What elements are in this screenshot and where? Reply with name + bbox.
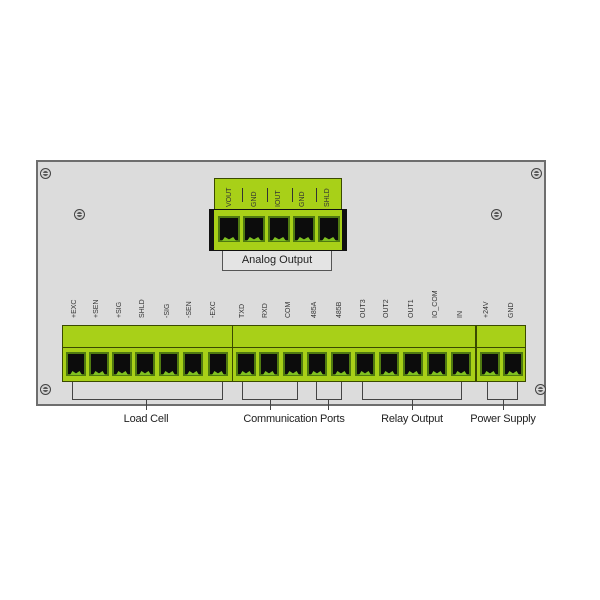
terminal-slot[interactable] xyxy=(218,216,240,242)
terminal-slot[interactable] xyxy=(379,352,399,376)
pin-label: GND xyxy=(251,191,258,207)
pin-divider xyxy=(316,188,317,202)
terminal-slot[interactable] xyxy=(355,352,375,376)
pin-label: VOUT xyxy=(226,187,233,207)
pin-label: +EXC xyxy=(71,299,78,318)
analog-output-bracket-left xyxy=(209,209,215,251)
pin-label: +24V xyxy=(483,301,490,318)
terminal-slot[interactable] xyxy=(503,352,523,376)
terminal-slot[interactable] xyxy=(112,352,132,376)
communication-ports-label: Communication Ports xyxy=(243,413,345,425)
power-supply-label: Power Supply xyxy=(470,413,536,425)
terminal-slot[interactable] xyxy=(183,352,203,376)
terminal-slot[interactable] xyxy=(243,216,265,242)
pin-label: IN xyxy=(457,311,464,318)
relay-output-label: Relay Output xyxy=(381,413,443,425)
pin-label: COM xyxy=(285,301,292,318)
screw-icon-bottom-left xyxy=(40,384,51,395)
terminal-slot[interactable] xyxy=(293,216,315,242)
pin-divider xyxy=(267,188,268,202)
pin-divider xyxy=(242,188,243,202)
pin-label: SHLD xyxy=(324,188,331,207)
analog-output-header xyxy=(214,178,342,210)
connector-band xyxy=(63,347,232,348)
terminal-slot[interactable] xyxy=(403,352,423,376)
power-supply-bracket xyxy=(487,382,518,400)
connector-band xyxy=(477,347,525,348)
pin-label: IOUT xyxy=(275,190,282,207)
relay-output-bracket xyxy=(362,382,462,400)
screw-icon-mid-left xyxy=(74,209,85,220)
terminal-slot[interactable] xyxy=(451,352,471,376)
terminal-slot[interactable] xyxy=(236,352,256,376)
power-supply-stem xyxy=(503,400,504,410)
pin-label: SHLD xyxy=(139,299,146,318)
pin-label: +SEN xyxy=(93,299,100,318)
analog-output-body xyxy=(213,209,343,251)
pin-label: -SIG xyxy=(164,303,171,318)
connector-band xyxy=(233,347,475,348)
analog-output-bracket-right xyxy=(341,209,347,251)
terminal-slot[interactable] xyxy=(259,352,279,376)
terminal-slot[interactable] xyxy=(89,352,109,376)
pin-label: TXD xyxy=(239,304,246,318)
terminal-slot[interactable] xyxy=(268,216,290,242)
communication-stem-a xyxy=(270,400,271,410)
pin-label: GND xyxy=(299,191,306,207)
analog-output-label: Analog Output xyxy=(222,251,332,271)
pin-label: GND xyxy=(508,302,515,318)
pin-label: OUT3 xyxy=(360,299,367,318)
load-cell-stem xyxy=(146,400,147,410)
screw-icon-top-left xyxy=(40,168,51,179)
pin-label: 485B xyxy=(336,301,343,318)
pin-label: 485A xyxy=(311,301,318,318)
terminal-slot[interactable] xyxy=(283,352,303,376)
load-cell-connector xyxy=(62,325,233,382)
power-supply-connector xyxy=(476,325,526,382)
terminal-slot[interactable] xyxy=(331,352,351,376)
communication-stem-b xyxy=(328,400,329,410)
load-cell-label: Load Cell xyxy=(123,413,169,425)
communication-bracket-a xyxy=(242,382,298,400)
relay-output-stem xyxy=(412,400,413,410)
pin-label: -SEN xyxy=(186,301,193,318)
pin-label: -EXC xyxy=(210,301,217,318)
pin-label: OUT1 xyxy=(408,299,415,318)
comm-relay-connector xyxy=(232,325,476,382)
communication-bracket-b xyxy=(316,382,342,400)
terminal-slot[interactable] xyxy=(159,352,179,376)
pin-label: IO_COM xyxy=(432,290,439,318)
terminal-slot[interactable] xyxy=(208,352,228,376)
pin-label: OUT2 xyxy=(383,299,390,318)
pin-divider xyxy=(292,188,293,202)
screw-icon-bottom-right xyxy=(535,384,546,395)
terminal-slot[interactable] xyxy=(307,352,327,376)
screw-icon-mid-right xyxy=(491,209,502,220)
terminal-slot[interactable] xyxy=(66,352,86,376)
screw-icon-top-right xyxy=(531,168,542,179)
terminal-slot[interactable] xyxy=(135,352,155,376)
load-cell-bracket xyxy=(72,382,223,400)
terminal-slot[interactable] xyxy=(318,216,340,242)
pin-label: +SIG xyxy=(116,301,123,318)
terminal-slot[interactable] xyxy=(427,352,447,376)
pin-label: RXD xyxy=(262,303,269,318)
terminal-slot[interactable] xyxy=(480,352,500,376)
